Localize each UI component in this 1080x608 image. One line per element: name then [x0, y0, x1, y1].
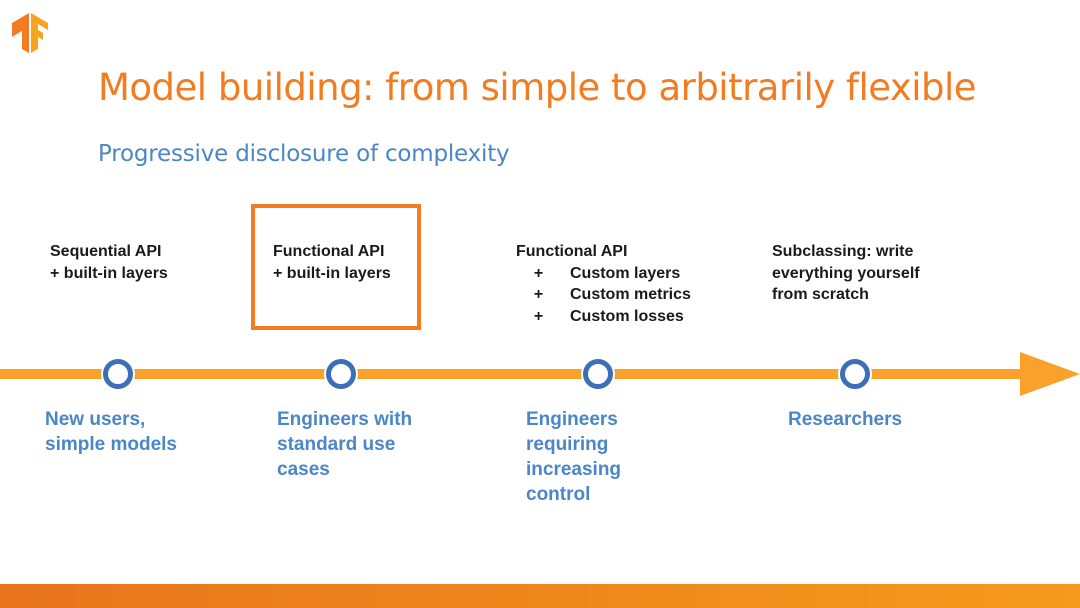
timeline-node — [101, 357, 135, 391]
stage-label-line: Sequential API — [50, 243, 162, 260]
arrow-head-icon — [1020, 352, 1080, 396]
bullet-text: Custom layers — [570, 264, 681, 282]
audience-line: simple models — [45, 434, 177, 455]
stage-label-line: Functional API — [516, 243, 628, 260]
bullet-text: Custom metrics — [570, 286, 691, 303]
audience-label-engineers-standard: Engineers with standard use cases — [277, 407, 412, 482]
stage-label-line: Functional API — [273, 243, 385, 260]
timeline-node — [838, 357, 872, 391]
bullet-text: Custom losses — [570, 307, 684, 325]
bullet-item: + Custom layers — [516, 263, 691, 285]
stage-label-subclassing: Subclassing: write everything yourself f… — [772, 241, 920, 306]
highlight-box — [251, 204, 421, 330]
audience-line: Researchers — [788, 409, 903, 430]
timeline-node — [581, 357, 615, 391]
tensorflow-logo-icon — [12, 13, 48, 53]
timeline-bar — [0, 369, 1025, 379]
audience-label-researchers: Researchers — [788, 407, 902, 432]
stage-label-line: from scratch — [772, 286, 869, 303]
bullet-item: + Custom metrics — [516, 284, 691, 306]
stage-label-line: Subclassing: write — [772, 243, 914, 260]
stage-label-sequential: Sequential API + built-in layers — [50, 241, 168, 284]
stage-label-functional: Functional API + built-in layers — [273, 241, 391, 284]
audience-line: cases — [277, 459, 330, 480]
bullet-item: + Custom losses — [516, 306, 691, 328]
timeline-arrow — [0, 352, 1080, 396]
bullet-symbol: + — [533, 286, 544, 303]
stage-label-line: + built-in layers — [273, 264, 391, 282]
bullet-symbol: + — [533, 307, 544, 325]
footer-bar — [0, 584, 1080, 608]
audience-label-new-users: New users, simple models — [45, 407, 177, 457]
audience-line: Engineers with — [277, 409, 413, 430]
slide-title: Model building: from simple to arbitrari… — [98, 66, 977, 109]
slide-subtitle: Progressive disclosure of complexity — [98, 141, 510, 167]
audience-line: New users, — [45, 409, 146, 430]
audience-line: Engineers — [526, 409, 618, 430]
audience-line: increasing — [526, 459, 622, 480]
audience-label-engineers-control: Engineers requiring increasing control — [526, 407, 621, 507]
stage-label-line: + built-in layers — [50, 264, 168, 282]
bullet-symbol: + — [533, 264, 544, 282]
audience-line: requiring — [526, 434, 609, 455]
stage-label-functional-custom: Functional API + Custom layers + Custom … — [516, 241, 691, 327]
stage-label-line: everything yourself — [772, 264, 920, 282]
audience-line: standard use — [277, 434, 396, 455]
audience-line: control — [526, 484, 591, 505]
timeline-node — [324, 357, 358, 391]
